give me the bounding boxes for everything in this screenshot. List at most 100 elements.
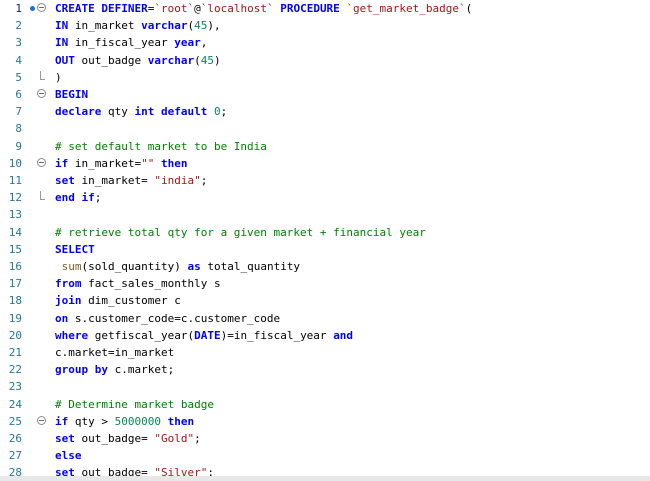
code-token: # Determine market badge (55, 397, 214, 411)
code-token (55, 260, 62, 273)
code-token: ; (200, 174, 208, 187)
code-token: qty (107, 105, 135, 119)
code-text: BEGIN (55, 86, 88, 103)
gutter (28, 206, 42, 223)
code-line[interactable]: 10 if in_market="" then (0, 155, 650, 172)
code-token: default (160, 105, 214, 119)
code-token: where (55, 328, 95, 342)
code-text: where getfiscal_year(DATE)=in_fiscal_yea… (55, 327, 353, 344)
code-text: end if; (55, 189, 101, 206)
code-token: # retrieve total qty for a given market … (55, 225, 426, 239)
code-token: "Gold" (154, 432, 195, 445)
code-token: ), (207, 19, 221, 33)
code-token: end if (55, 191, 95, 205)
code-token: out_badge (81, 53, 148, 67)
gutter (28, 378, 42, 395)
code-token: join (55, 294, 89, 308)
fold-collapse-icon[interactable] (37, 89, 46, 98)
line-number: 18 (8, 294, 22, 308)
code-text: if in_market="" then (55, 155, 187, 172)
code-token: else (55, 449, 82, 463)
code-text: sum(sold_quantity) as total_quantity (55, 258, 300, 275)
line-number: 13 (8, 208, 22, 222)
code-token: PROCEDURE (280, 2, 340, 15)
code-text: join dim_customer c (55, 292, 181, 309)
fold-collapse-icon[interactable] (37, 157, 46, 167)
fold-end-icon (40, 191, 45, 201)
code-text: OUT out_badge varchar(45) (55, 52, 221, 69)
code-token: )=in_fiscal_year (220, 328, 334, 342)
code-line[interactable]: 8 (0, 120, 650, 137)
code-token: ( (194, 53, 201, 67)
line-number: 27 (8, 449, 22, 463)
code-token: declare (55, 105, 108, 119)
code-token: from (55, 277, 89, 291)
code-text: from fact_sales_monthly s (55, 275, 221, 292)
line-number: 15 (8, 242, 22, 256)
gutter (28, 138, 42, 155)
gutter (28, 34, 42, 51)
gutter (28, 361, 42, 378)
gutter (28, 275, 42, 292)
fold-collapse-icon[interactable] (37, 3, 46, 12)
modified-dot-icon (30, 6, 35, 11)
line-number: 16 (8, 260, 22, 273)
fold-collapse-icon[interactable] (37, 415, 46, 425)
code-line[interactable]: 9# set default market to be India (0, 138, 650, 155)
code-token: OUT (55, 53, 82, 67)
gutter (28, 69, 45, 86)
code-token: then (167, 414, 195, 428)
code-token: ; (207, 466, 214, 480)
code-token: (sold_quantity) (81, 260, 188, 273)
code-token: as (187, 260, 208, 273)
line-number: 4 (15, 53, 22, 67)
code-token: in_market= (81, 174, 155, 187)
gutter (28, 258, 42, 275)
code-token: if (55, 156, 75, 170)
gutter (28, 447, 42, 464)
code-text: # set default market to be India (55, 138, 267, 155)
code-line[interactable]: 23 (0, 378, 650, 395)
code-token: fact_sales_monthly s (88, 277, 221, 291)
code-token: = (147, 2, 155, 15)
line-number: 26 (8, 432, 22, 445)
code-token: s.customer_code=c.customer_code (74, 311, 281, 325)
code-line[interactable]: 5) (0, 69, 650, 86)
code-text: set in_market= "india"; (55, 172, 207, 189)
code-line[interactable]: 4 OUT out_badge varchar(45) (0, 52, 650, 69)
code-text: CREATE DEFINER=`root`@`localhost` PROCED… (55, 0, 472, 17)
line-number: 10 (8, 156, 22, 170)
line-number: 21 (8, 346, 22, 359)
line-number: 22 (8, 363, 22, 377)
code-token: "" (141, 156, 155, 170)
code-token (161, 415, 168, 428)
code-line[interactable]: 16 sum(sold_quantity) as total_quantity (0, 258, 650, 275)
code-line[interactable]: 14# retrieve total qty for a given marke… (0, 224, 650, 241)
gutter (28, 86, 46, 103)
code-line[interactable]: 18 join dim_customer c (0, 292, 650, 309)
code-line[interactable]: 24# Determine market badge (0, 396, 650, 413)
code-line[interactable]: 27 else (0, 447, 650, 464)
code-token: `root` (154, 2, 195, 15)
code-token: DEFINER (101, 2, 148, 15)
gutter (28, 292, 42, 309)
horizontal-scrollbar[interactable] (0, 476, 650, 481)
code-token: @ (194, 2, 201, 15)
code-line[interactable]: 13 (0, 206, 650, 223)
